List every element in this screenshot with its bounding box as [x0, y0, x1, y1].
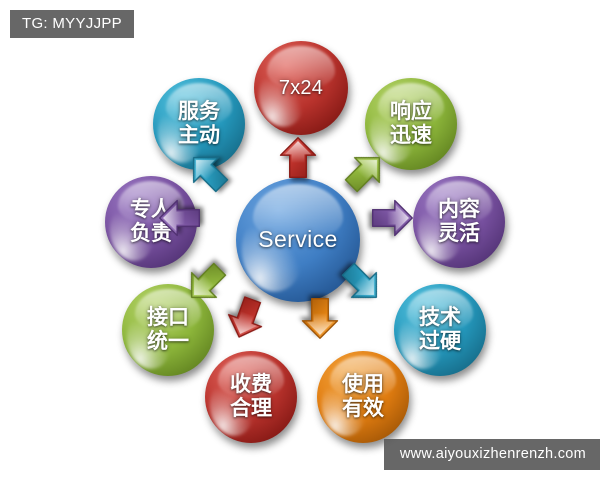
top-left-tag: TG: MYYJJPP: [10, 10, 134, 38]
arrow-icon: [332, 139, 397, 204]
node-label-line2: 合理: [230, 397, 272, 420]
node-label-line1: 7x24: [278, 76, 324, 99]
arrow-icon: [157, 195, 203, 241]
node-flexible-content[interactable]: 内容灵活: [413, 176, 505, 268]
node-label-line2: 灵活: [438, 222, 480, 245]
node-label-line1: 响应: [390, 100, 432, 124]
arrow-icon: [173, 250, 238, 315]
node-strong-tech[interactable]: 技术过硬: [394, 284, 486, 376]
node-label: 收费合理: [228, 373, 274, 420]
center-node-label: Service: [258, 226, 338, 253]
node-label-line2: 过硬: [419, 330, 461, 353]
node-7x24[interactable]: 7x24: [254, 41, 348, 135]
node-label: 技术过硬: [417, 306, 463, 353]
node-label-line1: 技术: [419, 306, 461, 330]
node-label: 响应迅速: [388, 100, 434, 147]
arrow-icon: [175, 139, 240, 204]
node-label-line2: 统一: [147, 330, 189, 353]
node-label: 接口统一: [145, 306, 191, 353]
arrow-icon: [297, 295, 343, 341]
watermark: www.aiyouxizhenrenzh.com: [383, 439, 600, 470]
node-label: 服务主动: [176, 100, 222, 147]
arrow-icon: [369, 195, 415, 241]
node-label-line1: 内容: [438, 198, 480, 222]
arrow-icon: [275, 135, 321, 181]
node-fair-price[interactable]: 收费合理: [205, 351, 297, 443]
node-label-line1: 收费: [230, 373, 272, 397]
node-label-line1: 使用: [342, 373, 384, 397]
node-label: 内容灵活: [436, 198, 482, 245]
node-label-line2: 主动: [178, 124, 220, 147]
node-label-line1: 接口: [147, 306, 189, 330]
node-label-line1: 服务: [178, 100, 220, 124]
node-label-line2: 有效: [342, 397, 384, 420]
node-label: 7x24: [277, 77, 325, 99]
node-label: 使用有效: [340, 373, 386, 420]
node-label-line2: 迅速: [390, 124, 432, 147]
arrow-icon: [329, 250, 394, 315]
node-effective-use[interactable]: 使用有效: [317, 351, 409, 443]
arrow-icon: [217, 289, 276, 348]
